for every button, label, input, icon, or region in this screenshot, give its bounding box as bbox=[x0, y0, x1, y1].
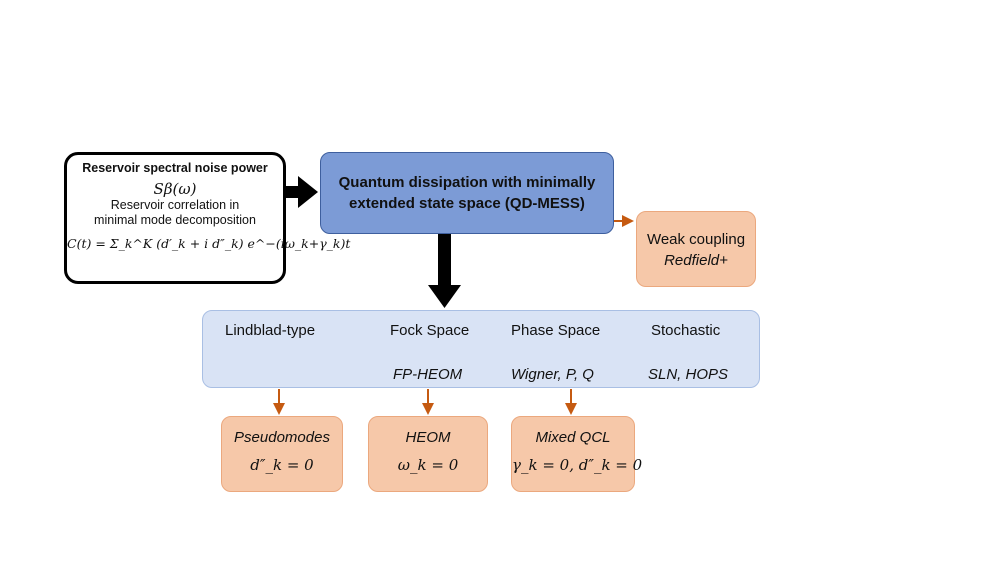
heom-box: HEOM ω_k = 0 bbox=[368, 416, 488, 492]
heom-condition: ω_k = 0 bbox=[397, 456, 459, 474]
weak-coupling-subtitle: Redfield+ bbox=[664, 252, 728, 269]
mixed-qcl-box: Mixed QCL γ_k = 0, d″_k = 0 bbox=[511, 416, 643, 492]
weak-coupling-title: Weak coupling bbox=[646, 231, 746, 248]
arrow-reservoir-to-qd bbox=[286, 176, 318, 208]
method-sub-fock: FP-HEOM bbox=[393, 366, 463, 383]
method-title-lindblad: Lindblad-type bbox=[225, 322, 316, 339]
method-title-stochastic: Stochastic bbox=[651, 322, 721, 339]
mixed-qcl-condition: γ_k = 0, d″_k = 0 bbox=[512, 456, 643, 474]
spectrum-symbol: Sβ(ω) bbox=[153, 180, 197, 198]
pseudomodes-condition: d″_k = 0 bbox=[250, 456, 314, 474]
reservoir-heading: Reservoir spectral noise power bbox=[82, 161, 268, 175]
methods-box: Lindblad-type Fock Space Phase Space Sto… bbox=[202, 310, 760, 388]
reservoir-line1: Reservoir correlation in bbox=[110, 198, 240, 212]
mixed-qcl-title: Mixed QCL bbox=[535, 429, 611, 446]
reservoir-box: Reservoir spectral noise power Sβ(ω) Res… bbox=[64, 152, 351, 284]
qd-mess-box: Quantum dissipation with minimally exten… bbox=[320, 152, 614, 234]
method-title-phase: Phase Space bbox=[511, 322, 601, 339]
method-sub-phase: Wigner, P, Q bbox=[511, 366, 594, 383]
pseudomodes-box: Pseudomodes d″_k = 0 bbox=[221, 416, 343, 492]
pseudomodes-title: Pseudomodes bbox=[234, 429, 330, 446]
heom-title: HEOM bbox=[405, 429, 451, 446]
arrow-qd-to-methods bbox=[428, 234, 461, 308]
method-title-fock: Fock Space bbox=[390, 322, 470, 339]
method-sub-stochastic: SLN, HOPS bbox=[648, 366, 729, 383]
correlation-formula: C(t) = Σ_k^K (d′_k + i d″_k) e^−(iω_k+γ_… bbox=[67, 236, 351, 251]
qd-mess-line2: extended state space (QD-MESS) bbox=[349, 195, 585, 212]
reservoir-line2: minimal mode decomposition bbox=[94, 213, 256, 227]
qd-mess-line1: Quantum dissipation with minimally bbox=[338, 174, 596, 191]
weak-coupling-box: Weak coupling Redfield+ bbox=[636, 211, 756, 287]
